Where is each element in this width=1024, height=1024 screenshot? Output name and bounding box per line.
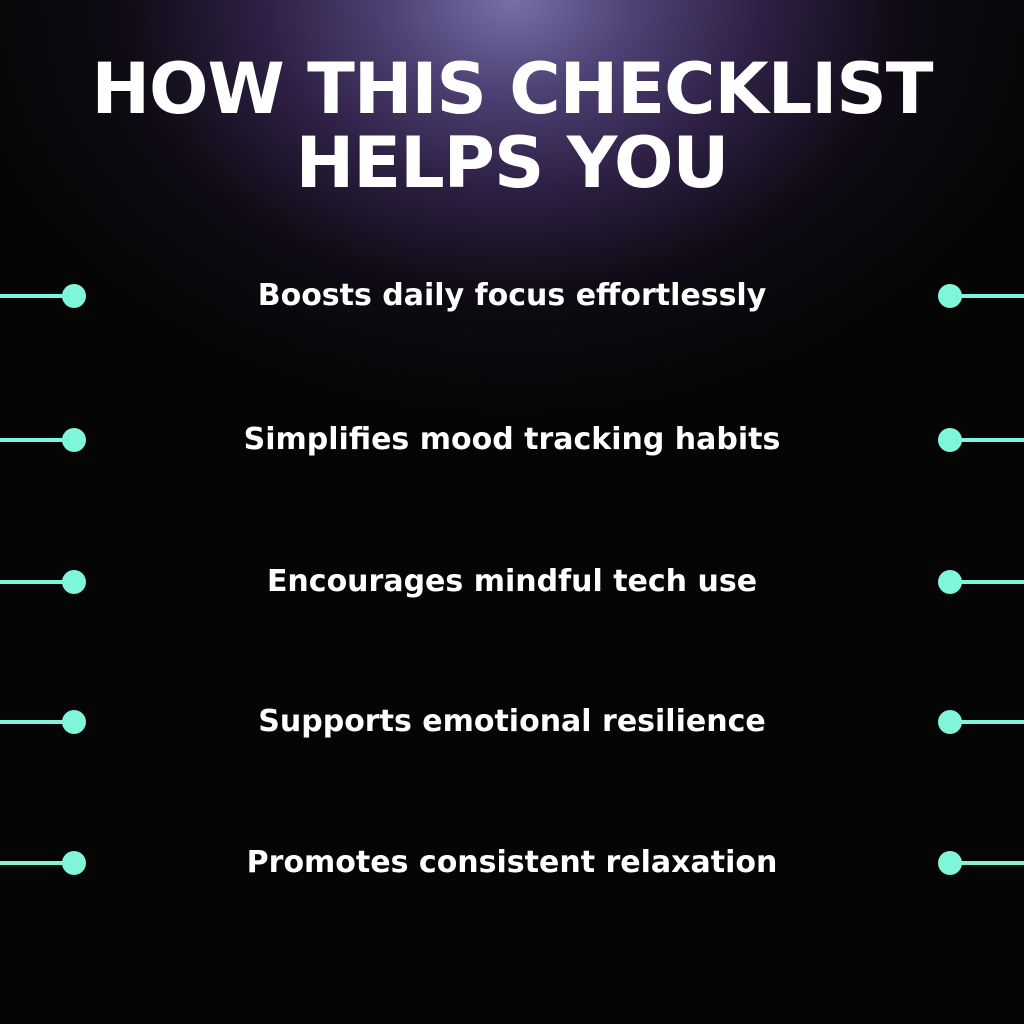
benefit-label: Boosts daily focus effortlessly xyxy=(257,278,767,313)
title-line-1: HOW THIS CHECKLIST xyxy=(91,48,933,130)
benefit-item-mood: Simplifies mood tracking habits xyxy=(0,420,1024,460)
page-title: HOW THIS CHECKLIST HELPS YOU xyxy=(0,52,1024,200)
benefit-label: Supports emotional resilience xyxy=(258,704,766,739)
title-line-2: HELPS YOU xyxy=(295,122,730,204)
left-connector-icon xyxy=(0,428,90,452)
benefit-item-resilience: Supports emotional resilience xyxy=(0,702,1024,742)
right-connector-icon xyxy=(934,428,1024,452)
benefit-label: Promotes consistent relaxation xyxy=(246,845,778,880)
benefit-item-relaxation: Promotes consistent relaxation xyxy=(0,843,1024,883)
right-connector-icon xyxy=(934,851,1024,875)
benefit-item-tech: Encourages mindful tech use xyxy=(0,562,1024,602)
right-connector-icon xyxy=(934,710,1024,734)
left-connector-icon xyxy=(0,710,90,734)
benefit-label: Encourages mindful tech use xyxy=(266,564,758,599)
left-connector-icon xyxy=(0,570,90,594)
benefit-item-focus: Boosts daily focus effortlessly xyxy=(0,276,1024,316)
left-connector-icon xyxy=(0,851,90,875)
left-connector-icon xyxy=(0,284,90,308)
benefit-label: Simplifies mood tracking habits xyxy=(243,422,781,457)
right-connector-icon xyxy=(934,570,1024,594)
right-connector-icon xyxy=(934,284,1024,308)
